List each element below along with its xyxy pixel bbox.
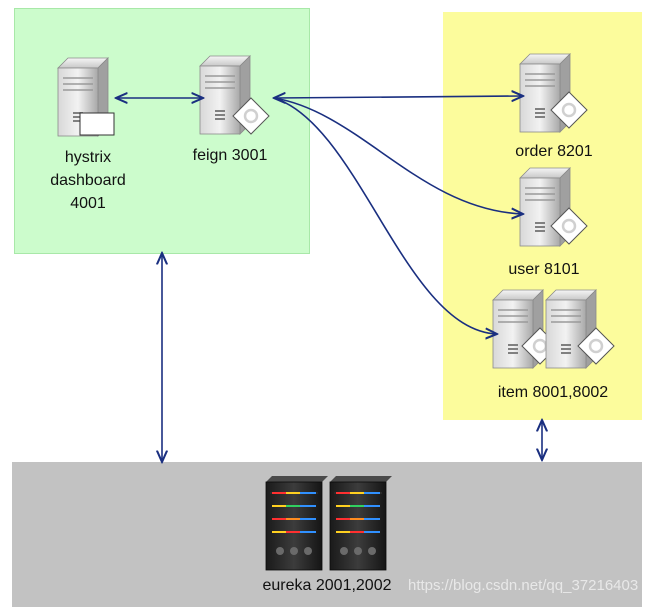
hystrix-label-line-2: dashboard [50, 172, 126, 189]
hystrix-label-line-3: 4001 [70, 195, 106, 212]
eureka-label: eureka 2001,2002 [262, 577, 392, 594]
arrow-feign-item [273, 97, 497, 334]
user-server-icon [519, 167, 589, 247]
eureka-server-icon [265, 475, 393, 571]
order-label: order 8201 [515, 143, 593, 160]
arrow-feign-user [273, 97, 523, 214]
item-label: item 8001,8002 [497, 384, 609, 401]
item-server-icon [492, 289, 616, 369]
watermark-text: https://blog.csdn.net/qq_37216403 [408, 577, 639, 594]
arrow-feign-order [274, 96, 523, 98]
feign-label: feign 3001 [192, 147, 268, 164]
hystrix-server-icon [57, 57, 115, 137]
order-server-icon [519, 53, 589, 133]
user-label: user 8101 [508, 261, 580, 278]
hystrix-label-line-1: hystrix [64, 149, 112, 166]
gray-region [12, 462, 642, 607]
feign-server-icon [199, 55, 271, 136]
